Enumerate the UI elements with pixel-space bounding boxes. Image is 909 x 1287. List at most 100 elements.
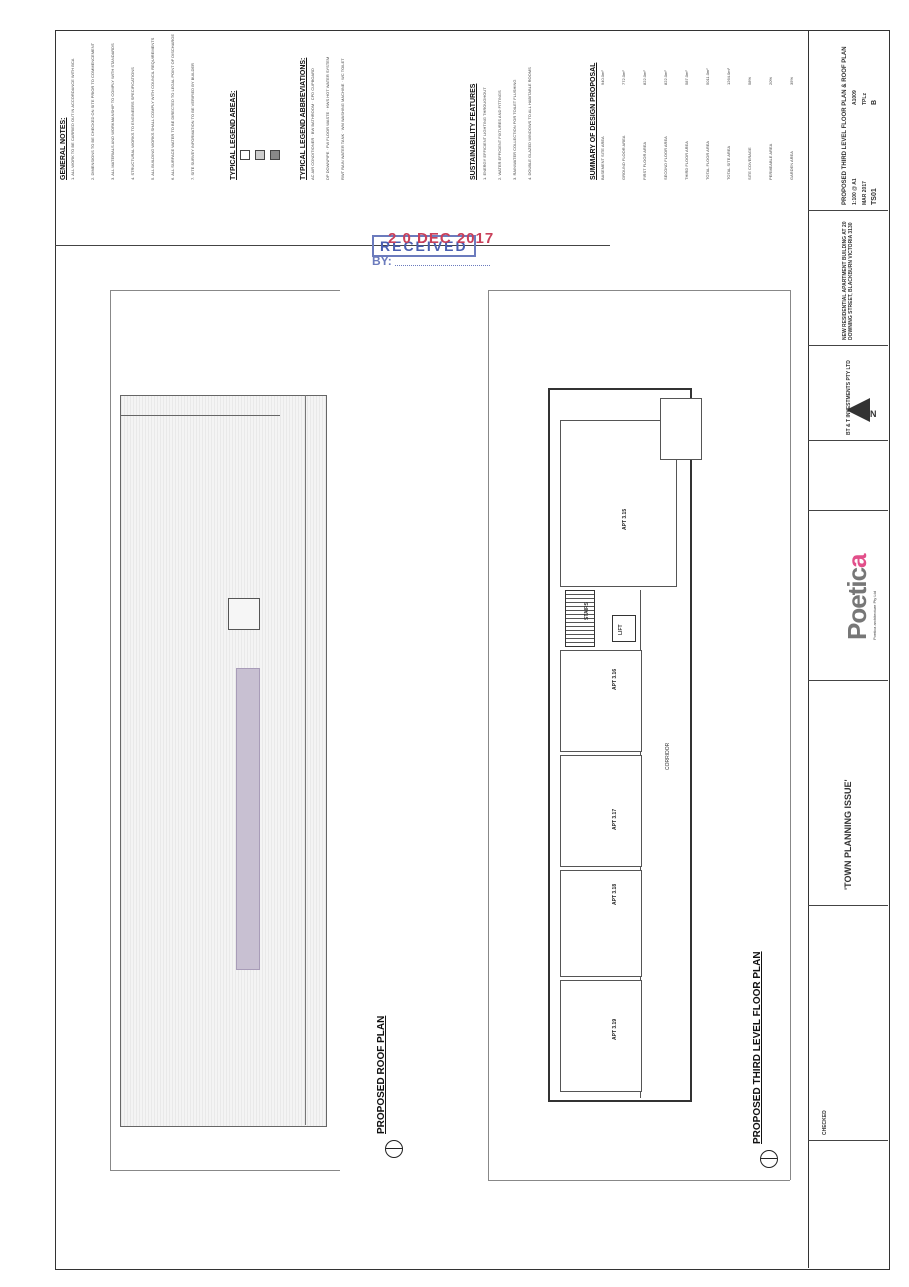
apt-3-19-area [560,980,642,1092]
drawing-number: A1009 [852,90,858,105]
logo-subtitle: Poetica architecture Pty Ltd [872,591,877,640]
summary-row-label: FIRST FLOOR AREA [642,141,647,180]
north-label: N [870,409,877,419]
sustainability-title: SUSTAINABILITY FEATURES [470,83,477,180]
apt-3-18-area [560,870,642,977]
apt-3-16-area [560,650,642,752]
summary-row-value: 822.0m² [663,70,668,85]
summary-row-label: TOTAL SITE AREA [726,145,731,180]
summary-row-label: GARDEN AREA [789,151,794,180]
summary-row-label: SITE COVERAGE [747,147,752,180]
company-logo: Poetica [842,555,873,641]
floor-dimension-line-bottom [488,1180,790,1181]
title-block-divider [808,680,888,681]
apt-label: APT 3.17 [612,808,618,830]
summary-row-value: 940.0m² [600,70,605,85]
east-wing-rooms [660,398,702,460]
roof-dimension-line-bottom [110,1170,340,1171]
roof-plan-title: PROPOSED ROOF PLAN [376,1015,387,1134]
project-description: NEW RESIDENTIAL APARTMENT BUILDING AT 20… [842,221,854,340]
sustainability-text-2: 2. WATER EFFICIENT FIXTURES AND FITTINGS [497,90,502,180]
general-notes-text-7: 7. SITE SURVEY INFORMATION TO BE VERIFIE… [190,63,195,180]
logo-text: Poetic [842,567,872,640]
summary-row-label: SECOND FLOOR AREA [663,136,668,180]
abbrev-list-3: RWT RAIN WATER TANK · WM WASHING MACHINE… [340,58,345,180]
summary-row-value: 20% [768,76,773,85]
roof-dimension-line-top [110,290,340,291]
sustainability-text-3: 3. RAINWATER COLLECTION FOR TOILET FLUSH… [512,79,517,180]
summary-row-value: 822.0m² [642,70,647,85]
corridor-label: CORRIDOR [665,742,671,770]
general-notes-text: 1. ALL WORK TO BE CARRIED OUT IN ACCORDA… [70,58,75,180]
logo-accent: a [842,554,872,568]
general-notes-text-4: 4. STRUCTURAL WORKS TO ENGINEERS SPECIFI… [130,67,135,180]
abbrev-title: TYPICAL LEGEND ABBREVIATIONS: [300,57,307,180]
received-stamp-by: BY: [372,254,392,268]
general-notes-text-2: 2. DIMENSIONS TO BE CHECKED ON SITE PRIO… [90,42,95,180]
summary-row-value: 35% [789,76,794,85]
summary-row-value: 772.0m² [621,70,626,85]
floor-dimension-line-top [488,290,790,291]
floor-dimension-line [488,290,489,1180]
apt-label: APT 3.18 [612,883,618,905]
summary-table: BASEMENT SITE AREA 940.0m² GROUND FLOOR AR… [600,45,830,180]
general-notes-title: GENERAL NOTES: [60,117,67,181]
revision: B [871,99,878,105]
title-block-divider [808,440,888,441]
summary-row-label: GROUND FLOOR AREA [621,135,626,180]
legend-swatch [240,150,250,160]
received-stamp-date: 2 0 DEC 2017 [388,230,495,247]
title-block-divider [808,905,888,906]
roof-parapet-step [120,395,280,416]
general-notes-text-6: 6. ALL SURFACE WATER TO BE DIRECTED TO L… [170,33,175,180]
sheet-number: TS01 [871,188,878,205]
title-block-divider [808,210,888,211]
date-value: MAR 2017 [862,181,868,205]
legend-swatch [255,150,265,160]
apt-label: APT 3.19 [612,1018,618,1040]
issue-label: 'TOWN PLANNING ISSUE' [843,779,853,890]
sustainability-text-4: 4. DOUBLE GLAZED WINDOWS TO ALL HABITABL… [527,67,532,180]
floor-dimension-line-right [790,290,791,1180]
received-stamp-signature-line [395,265,490,266]
roof-plan [120,395,327,1127]
notes-panel [55,30,610,246]
roof-gutter [305,395,306,1125]
north-arrow-icon [846,398,870,422]
stairs [565,590,595,647]
apt-3-17-area [560,755,642,867]
corridor [640,590,689,1098]
scale-value: 1:100 @ A1 [852,178,858,205]
apt-label: APT 3.16 [612,668,618,690]
legend-title: TYPICAL LEGEND AREAS: [230,90,237,180]
abbrev-list: AC AIR CONDITIONER · BW BATHROOM · CPD C… [310,68,315,180]
summary-row-label: PERMEABLE AREA [768,143,773,180]
summary-row-value: 5011.0m² [705,68,710,85]
apt-3-15-area [560,420,677,587]
title-block-divider [808,345,888,346]
drawn-by: TPLz [862,93,868,105]
abbrev-list-2: DP DOWNPIPE · FW FLOOR WASTE · HWS HOT W… [325,56,330,180]
roof-plan-title-symbol [385,1140,403,1158]
floor-plan-title: PROPOSED THIRD LEVEL FLOOR PLAN [752,951,763,1144]
general-notes-text-3: 3. ALL MATERIALS AND WORKMANSHIP TO COMP… [110,43,115,180]
title-block [808,30,889,1268]
summary-row-label: BASEMENT SITE AREA [600,136,605,180]
title-block-divider [808,1140,888,1141]
lift [612,615,636,642]
title-block-divider [808,510,888,511]
solar-panel-array [236,668,260,970]
checked-label: CHECKED [822,1110,828,1135]
received-stamp: RECEIVED [372,235,476,257]
stairs-label: STAIRS [584,602,590,620]
summary-row-value: 1264.0m² [726,68,731,85]
summary-row-label: THIRD FLOOR AREA [684,141,689,180]
roof-lift-overrun [228,598,260,630]
legend-swatch [270,150,280,160]
floor-plan-title-symbol [760,1150,778,1168]
drawing-title: PROPOSED THIRD LEVEL FLOOR PLAN & ROOF P… [842,46,848,205]
summary-row-label: TOTAL FLOOR AREA [705,140,710,180]
sustainability-text: 1. ENERGY EFFICIENT LIGHTING THROUGHOUT [482,87,487,180]
general-notes-text-5: 5. ALL BUILDING WORKS SHALL COMPLY WITH … [150,37,155,180]
lift-label: LIFT [618,624,624,635]
